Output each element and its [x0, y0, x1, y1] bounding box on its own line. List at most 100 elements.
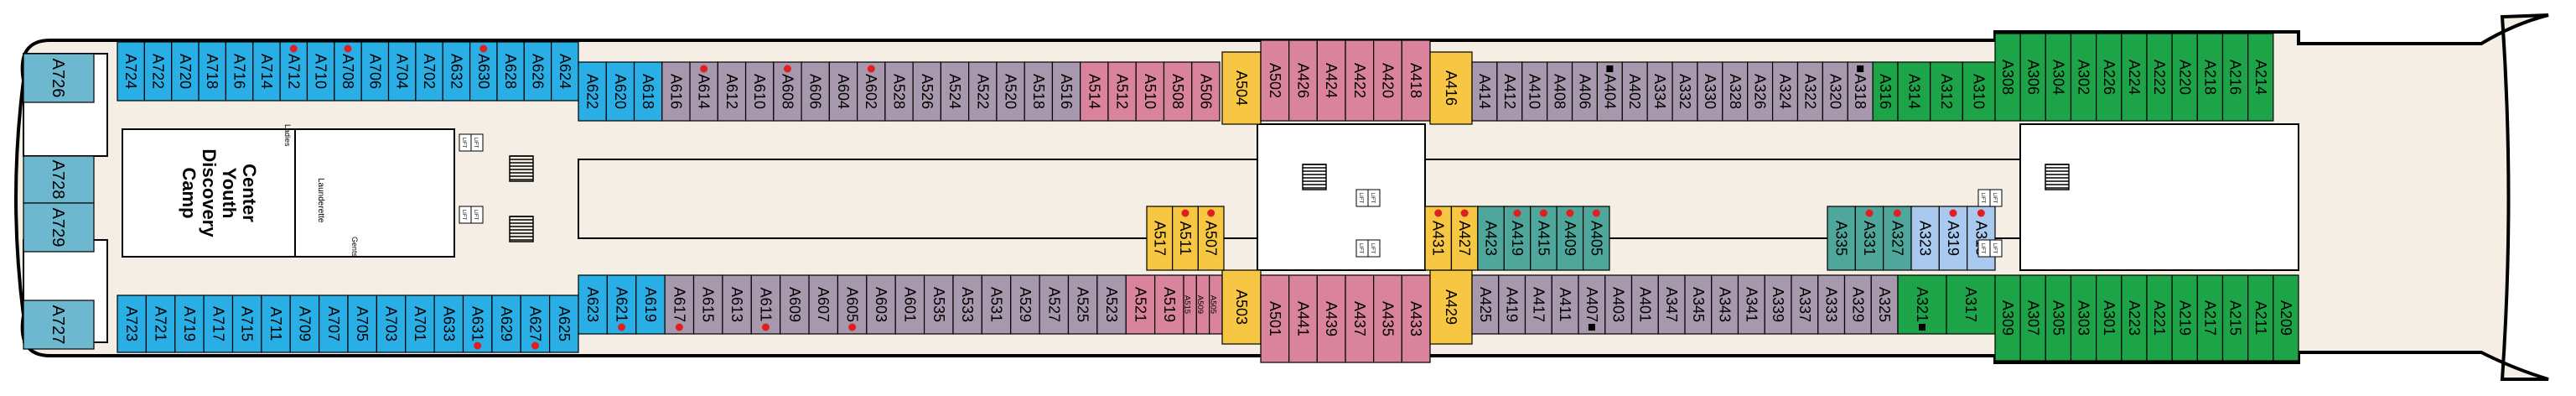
cabin-A221[interactable]: A221	[2146, 274, 2173, 362]
cabin-A526[interactable]: A526	[912, 61, 941, 122]
cabin-A331[interactable]: A331	[1854, 206, 1884, 271]
cabin-A426[interactable]: A426	[1288, 39, 1318, 122]
cabin-A328[interactable]: A328	[1722, 61, 1749, 122]
cabin-A501[interactable]: A501	[1260, 274, 1290, 363]
cabin-A411[interactable]: A411	[1551, 274, 1579, 335]
cabin-A223[interactable]: A223	[2121, 274, 2148, 362]
cabin-A419[interactable]: A419	[1498, 274, 1526, 335]
cabin-A509[interactable]: A509	[1195, 274, 1210, 335]
cabin-A502[interactable]: A502	[1260, 39, 1290, 122]
cabin-A312[interactable]: A312	[1930, 61, 1963, 122]
cabin-A721[interactable]: A721	[145, 294, 176, 353]
cabin-A323[interactable]: A323	[1910, 206, 1940, 271]
cabin-A719[interactable]: A719	[174, 294, 205, 353]
cabin-A610[interactable]: A610	[744, 61, 775, 122]
cabin-A625[interactable]: A625	[549, 294, 579, 353]
cabin-A707[interactable]: A707	[319, 294, 349, 353]
cabin-A516[interactable]: A516	[1051, 61, 1081, 122]
cabin-A215[interactable]: A215	[2221, 274, 2249, 362]
cabin-A515[interactable]: A515	[1183, 274, 1197, 335]
cabin-A533[interactable]: A533	[952, 274, 982, 335]
cabin-A618[interactable]: A618	[633, 61, 663, 122]
cabin-A441[interactable]: A441	[1288, 274, 1318, 363]
cabin-A321[interactable]: A321	[1897, 274, 1947, 335]
cabin-A622[interactable]: A622	[578, 61, 607, 122]
cabin-A339[interactable]: A339	[1764, 274, 1792, 335]
cabin-A620[interactable]: A620	[605, 61, 635, 122]
cabin-A304[interactable]: A304	[2045, 33, 2072, 122]
cabin-A603[interactable]: A603	[866, 274, 896, 335]
cabin-A710[interactable]: A710	[306, 41, 335, 102]
cabin-A505[interactable]: A505	[1208, 274, 1223, 335]
cabin-A409[interactable]: A409	[1556, 206, 1584, 271]
cabin-A729[interactable]: A729	[23, 202, 95, 253]
cabin-A617[interactable]: A617	[664, 274, 695, 335]
cabin-A219[interactable]: A219	[2171, 274, 2198, 362]
cabin-A222[interactable]: A222	[2146, 33, 2173, 122]
cabin-A408[interactable]: A408	[1547, 61, 1573, 122]
cabin-A614[interactable]: A614	[689, 61, 718, 122]
cabin-A217[interactable]: A217	[2196, 274, 2224, 362]
cabin-A612[interactable]: A612	[717, 61, 747, 122]
cabin-A705[interactable]: A705	[347, 294, 377, 353]
cabin-A224[interactable]: A224	[2121, 33, 2148, 122]
cabin-A437[interactable]: A437	[1345, 274, 1375, 363]
cabin-A347[interactable]: A347	[1657, 274, 1686, 335]
cabin-A317[interactable]: A317	[1946, 274, 1996, 335]
cabin-A615[interactable]: A615	[692, 274, 723, 335]
cabin-A329[interactable]: A329	[1843, 274, 1872, 335]
cabin-A414[interactable]: A414	[1471, 61, 1498, 122]
cabin-A319[interactable]: A319	[1938, 206, 1968, 271]
cabin-A504[interactable]: A504	[1221, 51, 1262, 125]
cabin-A405[interactable]: A405	[1582, 206, 1610, 271]
cabin-A630[interactable]: A630	[469, 41, 498, 102]
cabin-A431[interactable]: A431	[1424, 206, 1453, 271]
cabin-A704[interactable]: A704	[387, 41, 417, 102]
cabin-A726[interactable]: A726	[23, 53, 95, 103]
cabin-A303[interactable]: A303	[2070, 274, 2097, 362]
cabin-A720[interactable]: A720	[171, 41, 200, 102]
cabin-A512[interactable]: A512	[1107, 61, 1137, 122]
cabin-A216[interactable]: A216	[2221, 33, 2249, 122]
cabin-A627[interactable]: A627	[520, 294, 551, 353]
cabin-A601[interactable]: A601	[894, 274, 925, 335]
cabin-A419[interactable]: A419	[1503, 206, 1532, 271]
cabin-A608[interactable]: A608	[773, 61, 802, 122]
cabin-A410[interactable]: A410	[1521, 61, 1548, 122]
cabin-A417[interactable]: A417	[1524, 274, 1552, 335]
cabin-A514[interactable]: A514	[1080, 61, 1109, 122]
cabin-A320[interactable]: A320	[1822, 61, 1848, 122]
cabin-A517[interactable]: A517	[1146, 206, 1174, 271]
cabin-A327[interactable]: A327	[1883, 206, 1912, 271]
cabin-A220[interactable]: A220	[2171, 33, 2198, 122]
cabin-A318[interactable]: A318	[1847, 61, 1874, 122]
cabin-A611[interactable]: A611	[750, 274, 781, 335]
cabin-A427[interactable]: A427	[1450, 206, 1479, 271]
cabin-A605[interactable]: A605	[837, 274, 868, 335]
cabin-A209[interactable]: A209	[2273, 274, 2299, 362]
cabin-A412[interactable]: A412	[1496, 61, 1523, 122]
cabin-A402[interactable]: A402	[1621, 61, 1648, 122]
cabin-A628[interactable]: A628	[496, 41, 525, 102]
cabin-A717[interactable]: A717	[203, 294, 234, 353]
cabin-A528[interactable]: A528	[884, 61, 914, 122]
cabin-A345[interactable]: A345	[1684, 274, 1713, 335]
cabin-A527[interactable]: A527	[1039, 274, 1070, 335]
cabin-A423[interactable]: A423	[1477, 206, 1505, 271]
cabin-A714[interactable]: A714	[252, 41, 281, 102]
cabin-A623[interactable]: A623	[578, 274, 608, 335]
cabin-A604[interactable]: A604	[828, 61, 858, 122]
cabin-A626[interactable]: A626	[523, 41, 552, 102]
cabin-A324[interactable]: A324	[1771, 61, 1799, 122]
cabin-A629[interactable]: A629	[491, 294, 521, 353]
cabin-A305[interactable]: A305	[2045, 274, 2072, 362]
cabin-A301[interactable]: A301	[2096, 274, 2122, 362]
cabin-A632[interactable]: A632	[442, 41, 471, 102]
cabin-A511[interactable]: A511	[1172, 206, 1199, 271]
cabin-A607[interactable]: A607	[808, 274, 839, 335]
cabin-A314[interactable]: A314	[1897, 61, 1931, 122]
cabin-A343[interactable]: A343	[1711, 274, 1739, 335]
cabin-A709[interactable]: A709	[289, 294, 320, 353]
cabin-A613[interactable]: A613	[722, 274, 752, 335]
cabin-A609[interactable]: A609	[780, 274, 810, 335]
